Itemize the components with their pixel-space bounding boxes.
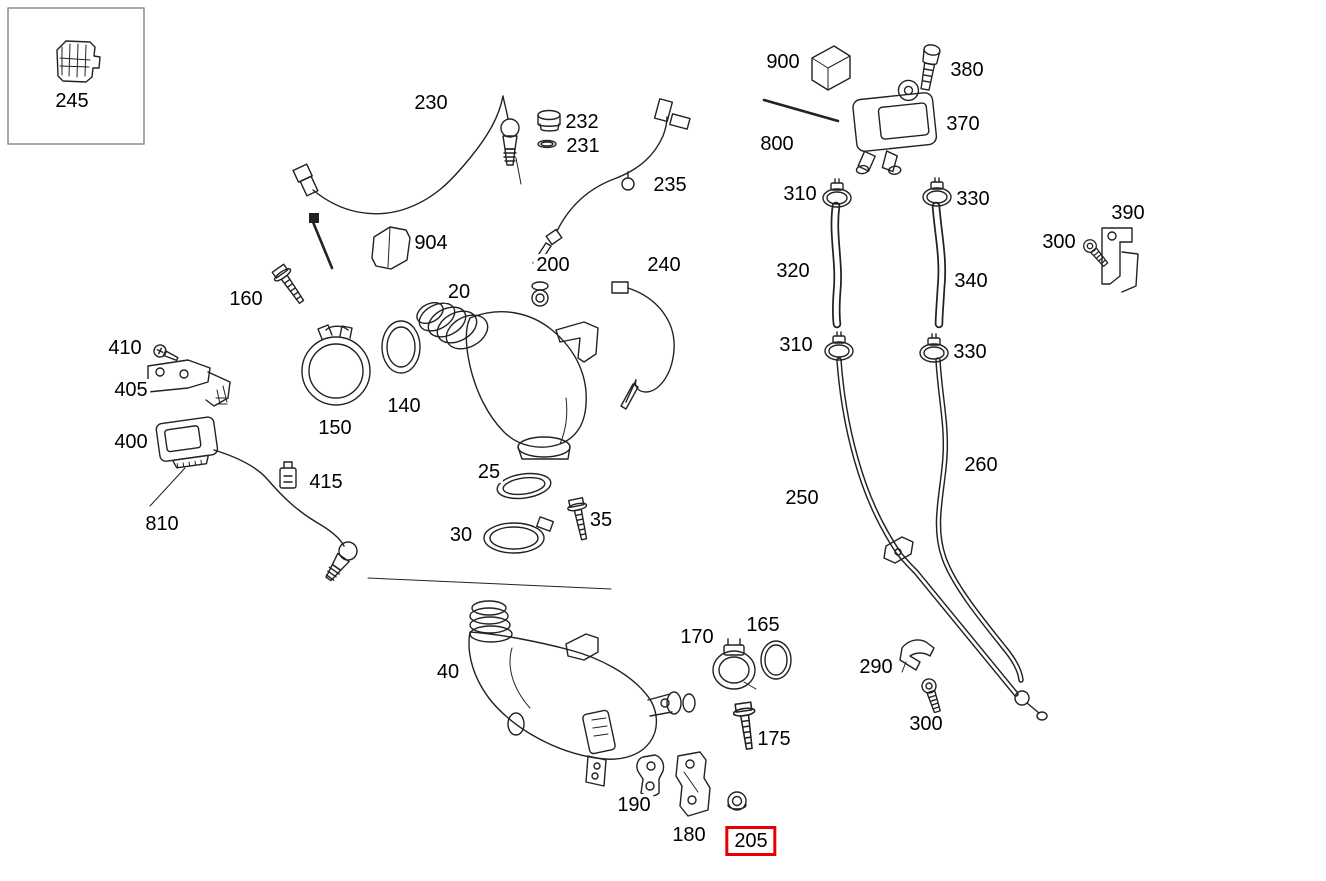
part-label-320[interactable]: 320: [773, 260, 813, 282]
part-230-art: [292, 95, 522, 215]
part-label-380[interactable]: 380: [947, 59, 987, 81]
part-label-390[interactable]: 390: [1108, 202, 1148, 224]
part-label-400[interactable]: 400: [111, 431, 151, 453]
part-label-330-upper[interactable]: 330: [953, 188, 993, 210]
part-400-art: [149, 416, 612, 590]
part-235-art: [532, 98, 691, 267]
part-800-art: [762, 98, 840, 123]
part-label-230[interactable]: 230: [411, 92, 451, 114]
part-380-art: [920, 44, 941, 91]
part-label-800[interactable]: 800: [757, 133, 797, 155]
part-label-260[interactable]: 260: [961, 454, 1001, 476]
part-label-904[interactable]: 904: [411, 232, 451, 254]
part-240-art: [611, 281, 675, 410]
part-340-art: [931, 201, 947, 329]
part-label-200[interactable]: 200: [533, 254, 573, 276]
part-label-205[interactable]: 205: [725, 826, 777, 856]
part-label-810[interactable]: 810: [142, 513, 182, 535]
part-900-art: [811, 45, 851, 91]
part-320-art: [830, 201, 842, 329]
part-label-20[interactable]: 20: [444, 281, 474, 303]
part-label-190[interactable]: 190: [614, 794, 654, 816]
part-370-art: [852, 79, 938, 176]
part-415-art: [279, 461, 297, 489]
part-label-240[interactable]: 240: [644, 254, 684, 276]
part-250-art: [836, 357, 1019, 697]
part-label-900[interactable]: 900: [763, 51, 803, 73]
part-label-165[interactable]: 165: [743, 614, 783, 636]
part-label-140[interactable]: 140: [384, 395, 424, 417]
part-40-art: [468, 600, 696, 787]
part-label-30[interactable]: 30: [446, 524, 476, 546]
part-label-232[interactable]: 232: [562, 111, 602, 133]
part-200-art: [531, 281, 549, 307]
part-410-art: [153, 344, 179, 362]
part-140-art: [381, 320, 421, 374]
part-label-410[interactable]: 410: [105, 337, 145, 359]
part-label-405[interactable]: 405: [111, 379, 151, 401]
part-label-300-upper[interactable]: 300: [1039, 231, 1079, 253]
part-label-170[interactable]: 170: [677, 626, 717, 648]
part-390-art: [1101, 227, 1139, 293]
part-label-160[interactable]: 160: [226, 288, 266, 310]
part-label-180[interactable]: 180: [669, 824, 709, 846]
part-label-290[interactable]: 290: [856, 656, 896, 678]
part-label-340[interactable]: 340: [951, 270, 991, 292]
part-label-310-upper[interactable]: 310: [780, 183, 820, 205]
part-label-40[interactable]: 40: [433, 661, 463, 683]
part-290-art: [899, 639, 935, 673]
part-label-35[interactable]: 35: [586, 509, 616, 531]
part-label-330-lower[interactable]: 330: [950, 341, 990, 363]
part-25-art: [496, 472, 552, 500]
part-label-250[interactable]: 250: [782, 487, 822, 509]
part-260-art: [935, 357, 1048, 721]
part-904-art: [309, 213, 411, 270]
part-label-415[interactable]: 415: [306, 471, 346, 493]
part-label-235[interactable]: 235: [650, 174, 690, 196]
part-label-150[interactable]: 150: [315, 417, 355, 439]
part-label-231[interactable]: 231: [563, 135, 603, 157]
part-231-art: [537, 139, 557, 149]
part-label-245[interactable]: 245: [52, 90, 92, 112]
part-245-art: [7, 7, 145, 145]
part-180-art: [675, 751, 711, 817]
part-205-art: [727, 791, 747, 811]
part-170-art: [712, 638, 757, 690]
part-232-art: [537, 109, 561, 132]
part-label-300-lower[interactable]: 300: [906, 713, 946, 735]
part-30-art: [483, 516, 554, 554]
part-label-370[interactable]: 370: [943, 113, 983, 135]
part-20-art: [416, 301, 599, 460]
part-150-art: [301, 324, 371, 406]
part-label-175[interactable]: 175: [754, 728, 794, 750]
part-label-310-lower[interactable]: 310: [776, 334, 816, 356]
part-label-25[interactable]: 25: [474, 461, 504, 483]
